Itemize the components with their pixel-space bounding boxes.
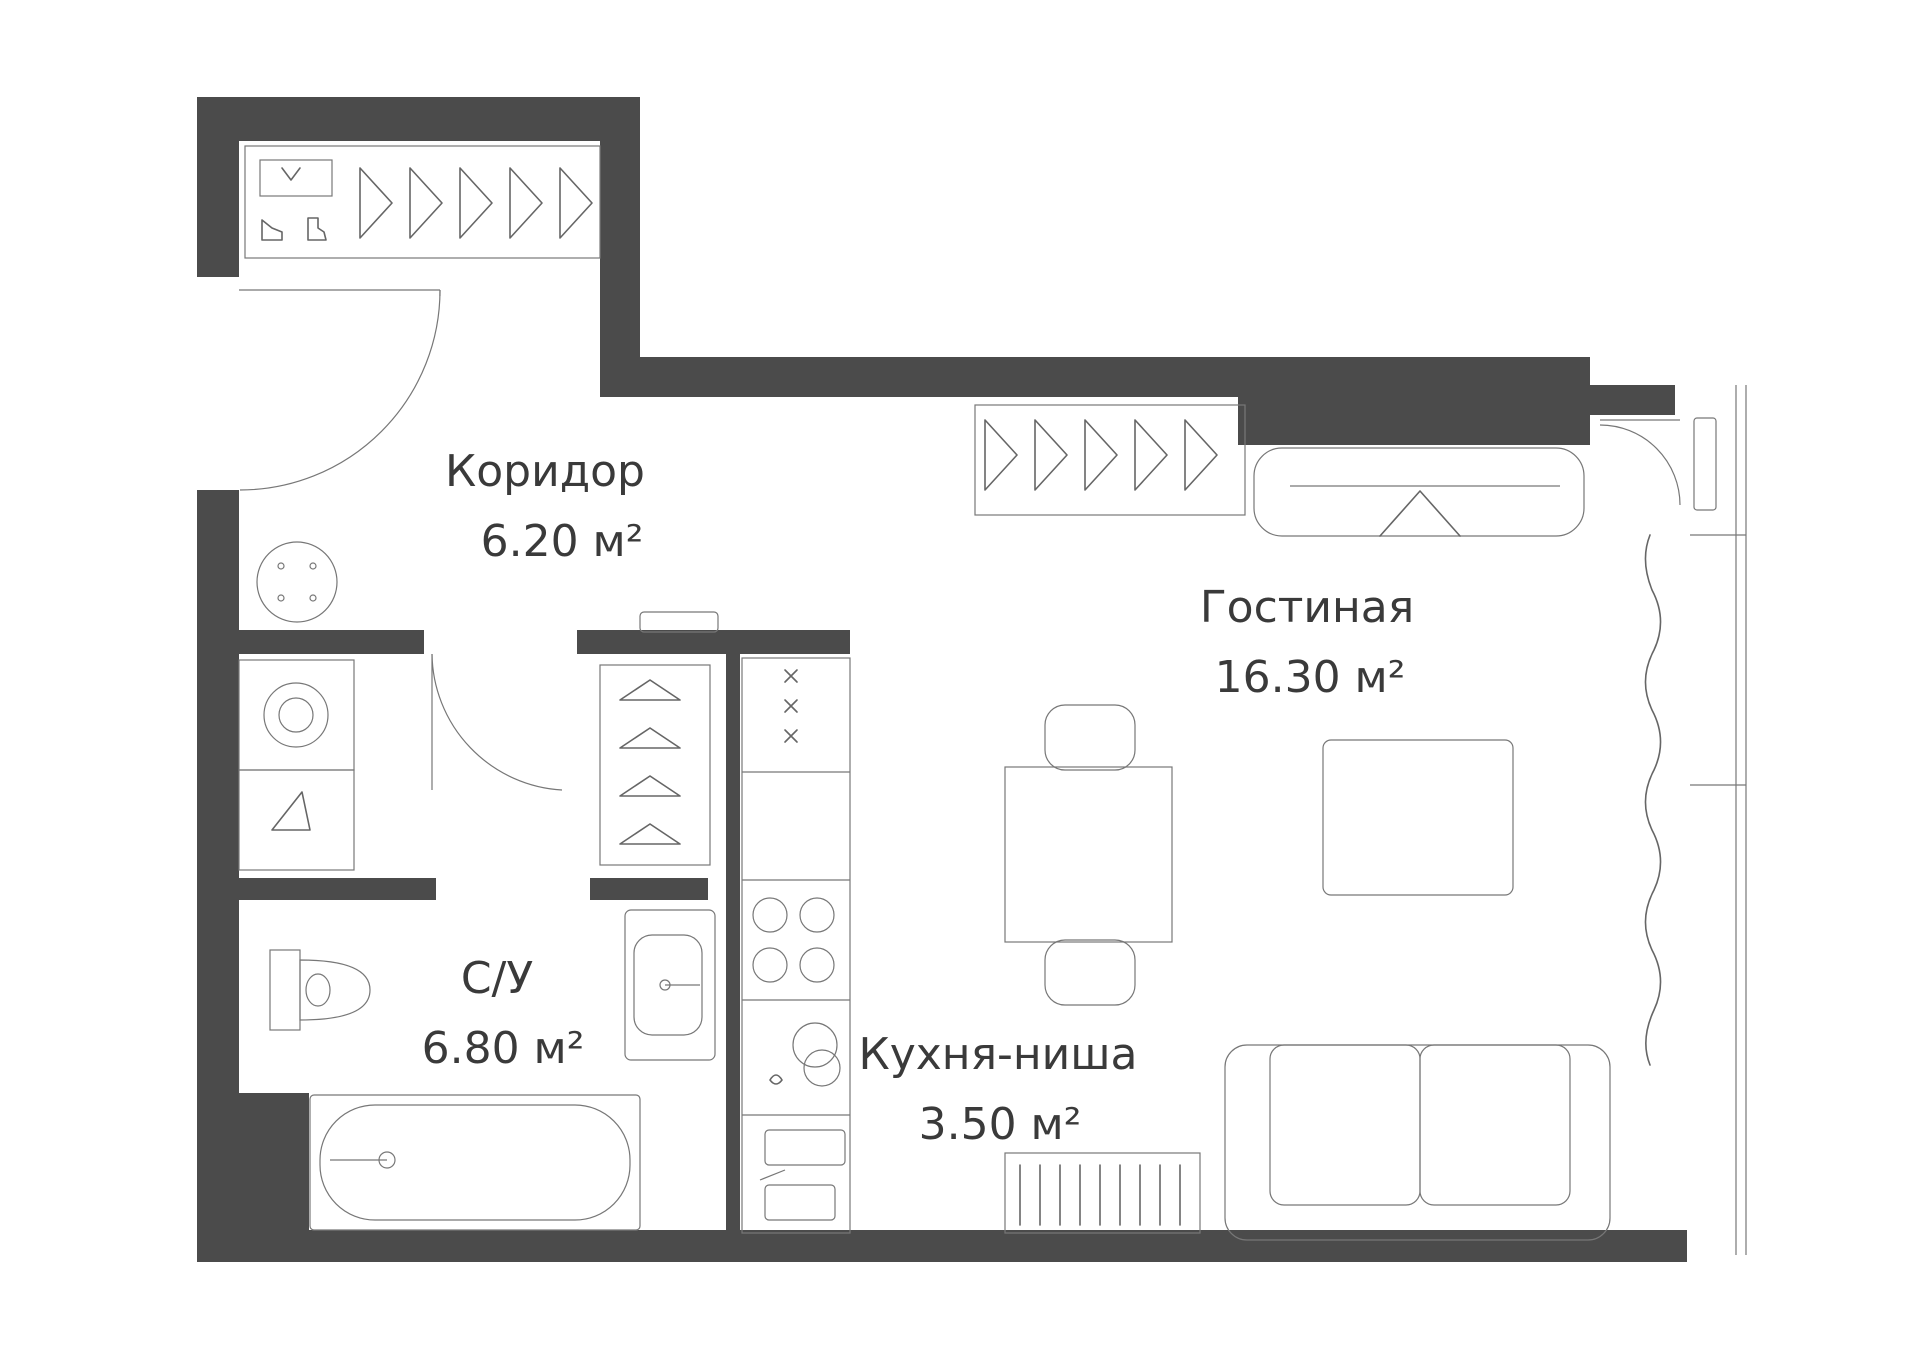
room-label-kitchen: Кухня-ниша 3.50 м²: [858, 1029, 1137, 1150]
corridor-hangers: [359, 167, 593, 239]
kitchen-counter: [741, 657, 851, 1234]
room-label-bathroom: С/У 6.80 м²: [422, 953, 585, 1074]
room-area: 3.50 м²: [919, 1099, 1082, 1150]
bathroom-door: [431, 653, 563, 791]
kitchen-sink: [759, 1129, 846, 1221]
dining-table: [1004, 704, 1173, 1006]
pouf: [256, 541, 338, 623]
entrance-door: [239, 289, 441, 491]
room-area: 6.20 м²: [481, 516, 644, 567]
room-name: Коридор: [445, 446, 645, 497]
dishes: [769, 1022, 841, 1087]
living-wardrobe: [974, 404, 1246, 516]
laundry-cabinet: [238, 769, 355, 871]
kitchen-hood: [784, 669, 798, 743]
corridor-closet: [599, 611, 719, 866]
corridor-wardrobe: [244, 145, 601, 259]
walls: [197, 97, 1687, 1262]
room-area: 16.30 м²: [1215, 652, 1406, 703]
room-label-living: Гостиная 16.30 м²: [1200, 582, 1414, 703]
cooktop: [752, 897, 835, 983]
room-label-corridor: Коридор 6.20 м²: [445, 446, 645, 567]
toilet: [269, 949, 371, 1031]
washbasin: [624, 909, 716, 1061]
window-frame: [1599, 385, 1747, 1255]
bookshelf: [1004, 1152, 1201, 1234]
sofa: [1224, 1044, 1611, 1241]
room-name: Гостиная: [1200, 582, 1414, 633]
bathtub: [309, 1094, 641, 1231]
room-name: С/У: [461, 953, 534, 1004]
tv-stand: [1253, 447, 1585, 537]
room-area: 6.80 м²: [422, 1023, 585, 1074]
coffee-table: [1322, 739, 1514, 896]
room-name: Кухня-ниша: [858, 1029, 1137, 1080]
washing-machine: [238, 659, 355, 771]
